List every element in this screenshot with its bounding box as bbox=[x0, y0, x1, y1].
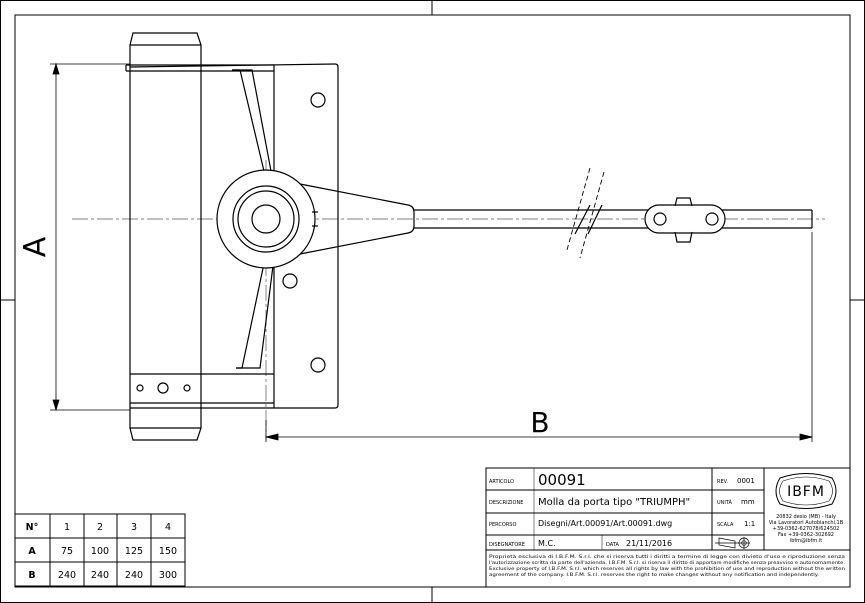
address-line-2: Via Lavoratori Autobianchi,1B bbox=[769, 520, 844, 526]
articolo-label: ARTICOLO bbox=[489, 479, 514, 485]
disclaimer-line-4: agreement of the company. I.B.F.M. S.r.l… bbox=[489, 572, 819, 578]
address-line-1: 20832 desio (MB) - Italy bbox=[776, 514, 836, 520]
data-value: 21/11/2016 bbox=[626, 539, 672, 548]
size-table-row-a-4: 150 bbox=[159, 546, 177, 557]
dimension-b bbox=[265, 232, 813, 442]
rev-value: 0001 bbox=[737, 477, 755, 485]
extension-rod bbox=[414, 209, 813, 229]
size-table-col-1: 1 bbox=[64, 522, 70, 533]
break-marks bbox=[566, 167, 605, 259]
address-line-5: ibfm@ibfm.it bbox=[790, 538, 822, 544]
disclaimer-line-2: l'autorizzazione scritta da parte dell'a… bbox=[489, 560, 845, 566]
size-table-col-3: 3 bbox=[131, 522, 137, 533]
size-table-row-b-4: 300 bbox=[159, 570, 177, 581]
size-table-row-a-1: 75 bbox=[61, 546, 73, 557]
title-block: ARTICOLO 00091 REV. 0001 DESCRIZIONE Mol… bbox=[485, 467, 851, 588]
tension-bracket bbox=[232, 69, 275, 369]
address-line-3: +39-0362-627078/624502 bbox=[773, 526, 840, 532]
scala-label: SCALA bbox=[717, 522, 734, 528]
shoe-link bbox=[644, 197, 726, 243]
size-table-row-a-2: 100 bbox=[91, 546, 109, 557]
pivot-hub bbox=[216, 169, 415, 269]
descrizione-value: Molla da porta tipo "TRIUMPH" bbox=[538, 497, 690, 508]
descrizione-label: DESCRIZIONE bbox=[489, 500, 523, 506]
dimension-b-label: B bbox=[530, 406, 549, 439]
size-table-row-b-2: 240 bbox=[91, 570, 109, 581]
disegnatore-label: DISEGNATORE bbox=[489, 542, 525, 548]
percorso-value: Disegni/Art.00091/Art.00091.dwg bbox=[538, 519, 672, 528]
logo-text: IBFM bbox=[787, 484, 825, 500]
articolo-value: 00091 bbox=[538, 471, 586, 489]
disclaimer-line-1: Proprietà esclusiva di I.B.F.M. S.r.l. c… bbox=[489, 553, 846, 560]
size-table: N° 1 2 3 4 A 75 100 125 150 B 240 240 24… bbox=[14, 513, 186, 587]
address-line-4: Fax +39-0362-302692 bbox=[778, 532, 834, 538]
unita-label: UNITÀ bbox=[717, 499, 733, 506]
dimension-a-label: A bbox=[18, 236, 53, 257]
data-label: DATA bbox=[606, 542, 619, 548]
unita-value: mm bbox=[741, 498, 755, 506]
size-table-col-2: 2 bbox=[97, 522, 103, 533]
size-table-row-b-label: B bbox=[28, 570, 35, 581]
ibfm-logo: IBFM bbox=[775, 473, 837, 509]
size-table-row-b-1: 240 bbox=[58, 570, 76, 581]
disclaimer-line-3: Exclusive property of I.B.F.M. S.r.l. wh… bbox=[489, 566, 845, 572]
size-table-row-b-3: 240 bbox=[125, 570, 143, 581]
size-table-row-a-3: 125 bbox=[125, 546, 143, 557]
mounting-holes bbox=[136, 92, 326, 394]
rev-label: REV. bbox=[717, 479, 728, 485]
size-table-header-label: N° bbox=[26, 522, 39, 533]
scala-value: 1:1 bbox=[744, 520, 755, 528]
percorso-label: PERCORSO bbox=[489, 522, 516, 528]
spring-cylinder bbox=[129, 32, 202, 441]
disegnatore-value: M.C. bbox=[538, 539, 556, 548]
size-table-row-a-label: A bbox=[28, 546, 36, 557]
projection-symbol-icon bbox=[715, 537, 750, 549]
size-table-col-4: 4 bbox=[165, 522, 171, 533]
dimension-a bbox=[50, 62, 130, 412]
